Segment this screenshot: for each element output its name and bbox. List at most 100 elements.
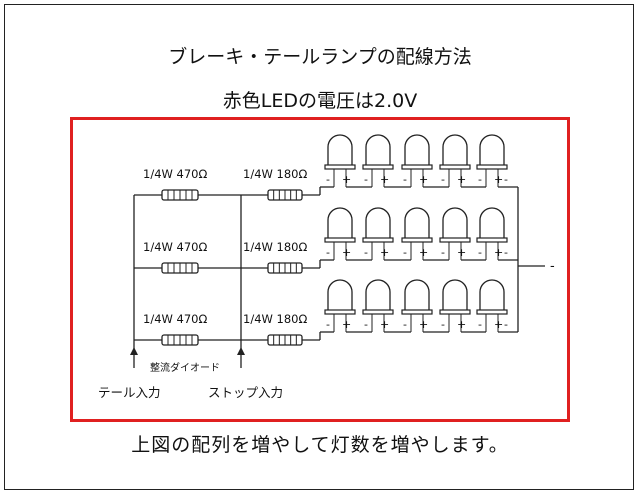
tail-input-label: テール入力 <box>98 385 161 400</box>
polarity-minus: - <box>364 318 368 331</box>
polarity-plus: + <box>342 246 351 259</box>
polarity-plus: + <box>457 246 466 259</box>
led-dome <box>479 279 505 310</box>
polarity-plus: + <box>342 173 351 186</box>
led-dome <box>327 279 353 310</box>
led-rim <box>476 309 508 315</box>
diode-arrow-right <box>237 347 245 355</box>
led <box>324 279 356 332</box>
led-rim <box>401 237 433 243</box>
polarity-plus: + <box>342 318 351 331</box>
polarity-minus: - <box>364 246 368 259</box>
led-rim <box>362 164 394 170</box>
led-rim <box>324 164 356 170</box>
polarity-plus: + <box>419 318 428 331</box>
polarity-minus: - <box>441 173 445 186</box>
led <box>362 134 394 187</box>
led-dome <box>365 207 391 238</box>
resistor-470-1 <box>161 189 199 201</box>
led <box>476 279 508 332</box>
polarity-minus: - <box>478 318 482 331</box>
led <box>401 279 433 332</box>
led-rim <box>439 237 471 243</box>
led-rim <box>324 309 356 315</box>
led-dome <box>365 279 391 310</box>
polarity-plus: + <box>494 318 503 331</box>
resistor-180-label: 1/4W 180Ω <box>243 240 307 254</box>
diagram-subtitle: 赤色LEDの電圧は2.0V <box>222 90 418 112</box>
led <box>439 134 471 187</box>
polarity-minus: - <box>504 173 508 186</box>
led-dome <box>404 207 430 238</box>
polarity-plus: + <box>380 318 389 331</box>
polarity-minus: - <box>441 246 445 259</box>
polarity-minus: - <box>403 318 407 331</box>
polarity-plus: + <box>494 173 503 186</box>
stop-input-label: ストップ入力 <box>208 385 283 400</box>
led-rim <box>439 164 471 170</box>
polarity-minus: - <box>504 318 508 331</box>
polarity-plus: + <box>494 246 503 259</box>
led-rim <box>401 164 433 170</box>
polarity-minus: - <box>326 246 330 259</box>
polarity-plus: + <box>419 246 428 259</box>
polarity-minus: - <box>441 318 445 331</box>
diode-label: 整流ダイオード <box>150 361 220 374</box>
polarity-minus: - <box>326 318 330 331</box>
diagram-caption: 上図の配列を増やして灯数を増やします。 <box>131 434 509 456</box>
polarity-minus: - <box>364 173 368 186</box>
diagram-frame <box>4 4 634 490</box>
polarity-minus: - <box>478 246 482 259</box>
led-dome <box>365 134 391 165</box>
polarity-minus: - <box>403 173 407 186</box>
led <box>439 207 471 260</box>
diagram-title: ブレーキ・テールランプの配線方法 <box>168 46 472 68</box>
led-dome <box>442 134 468 165</box>
led <box>401 207 433 260</box>
resistor-470-3 <box>161 334 199 346</box>
led-dome <box>327 134 353 165</box>
polarity-minus: - <box>326 173 330 186</box>
polarity-minus: - <box>478 173 482 186</box>
led <box>324 134 356 187</box>
led <box>476 207 508 260</box>
resistor-470-label: 1/4W 470Ω <box>143 167 207 181</box>
led-rim <box>362 309 394 315</box>
resistors <box>161 189 303 346</box>
resistor-180-3 <box>267 334 303 346</box>
led-rim <box>439 309 471 315</box>
resistor-180-2 <box>267 262 303 274</box>
wiring <box>130 186 545 368</box>
resistor-470-label: 1/4W 470Ω <box>143 312 207 326</box>
resistor-180-label: 1/4W 180Ω <box>243 312 307 326</box>
led-dome <box>479 134 505 165</box>
polarity-plus: + <box>380 246 389 259</box>
led <box>362 207 394 260</box>
polarity-minus: - <box>403 246 407 259</box>
resistor-180-label: 1/4W 180Ω <box>243 167 307 181</box>
led-rim <box>324 237 356 243</box>
led-dome <box>404 134 430 165</box>
diode-arrow-left <box>130 347 138 355</box>
led-rim <box>401 309 433 315</box>
resistor-180-1 <box>267 189 303 201</box>
highlight-box <box>70 117 570 422</box>
led-rim <box>476 237 508 243</box>
led-rim <box>476 164 508 170</box>
led-dome <box>404 279 430 310</box>
polarity-minus: - <box>504 246 508 259</box>
polarity-plus: + <box>419 173 428 186</box>
led-dome <box>327 207 353 238</box>
led-rim <box>362 237 394 243</box>
resistor-470-label: 1/4W 470Ω <box>143 240 207 254</box>
led-dome <box>442 279 468 310</box>
polarity-plus: + <box>457 173 466 186</box>
led <box>362 279 394 332</box>
led <box>476 134 508 187</box>
led-dome <box>479 207 505 238</box>
led <box>401 134 433 187</box>
led <box>439 279 471 332</box>
led-array <box>324 134 508 332</box>
